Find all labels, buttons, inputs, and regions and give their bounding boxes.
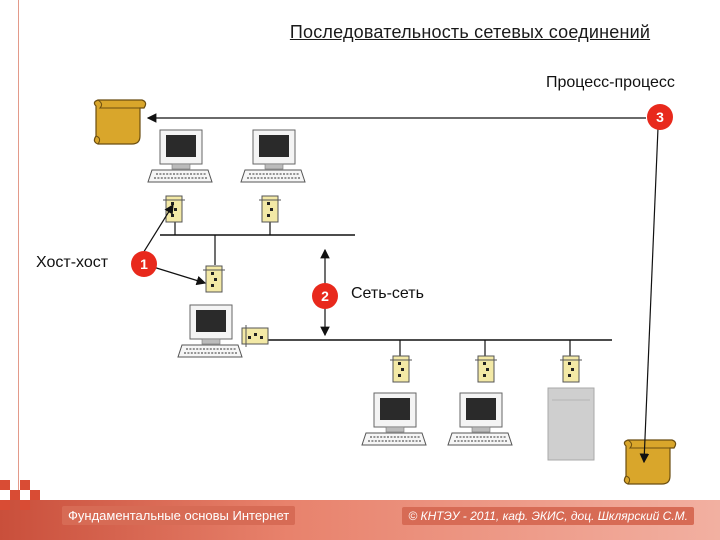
process-right-icon [623,439,677,485]
network-card-icon [258,195,282,223]
computer-icon [147,129,213,183]
router-card-icon [241,324,269,348]
server-icon [547,387,595,461]
footer-course: Фундаментальные основы Интернет [62,506,296,525]
process-left-icon [93,99,147,145]
badge-3: 3 [647,104,673,130]
router-computer-icon [177,304,243,358]
badge-2: 2 [312,283,338,309]
badge-1: 1 [131,251,157,277]
host-label: Хост-хост [36,254,109,271]
network-card-icon [389,355,413,383]
network-label: Сеть-сеть [351,285,424,302]
network-card-icon [559,355,583,383]
router-card-icon [202,265,226,293]
network-card-icon [474,355,498,383]
network-card-icon [162,195,186,223]
computer-icon [447,392,513,446]
process-label: Процесс-процесс [546,74,675,91]
footer-copyright: © КНТЭУ - 2011, каф. ЭКИС, доц. Шклярски… [402,507,694,525]
left-rule [18,0,19,500]
computer-icon [361,392,427,446]
slide-title: Последовательность сетевых соединений [289,22,651,42]
computer-icon [240,129,306,183]
corner-decoration [0,480,50,540]
